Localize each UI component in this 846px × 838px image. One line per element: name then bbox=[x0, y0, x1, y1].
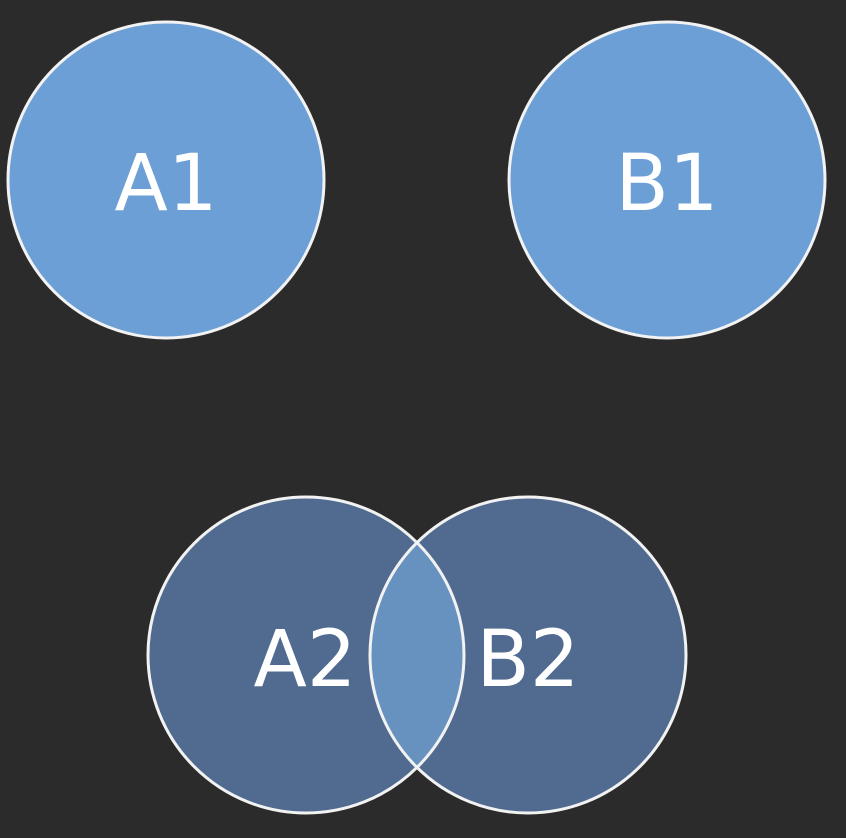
circle-a2-label: A2 bbox=[254, 615, 357, 705]
circle-a1-group: A1 bbox=[6, 20, 326, 340]
circle-a1 bbox=[6, 20, 326, 340]
circle-a2-outline bbox=[146, 495, 466, 815]
circle-a2 bbox=[148, 497, 464, 813]
overlap-group: A2 B2 bbox=[146, 495, 688, 815]
circle-b2-outline bbox=[368, 495, 688, 815]
circle-b1-group: B1 bbox=[507, 20, 827, 340]
circle-b2 bbox=[370, 497, 686, 813]
circle-a1-label: A1 bbox=[115, 139, 218, 229]
circle-b2-label: B2 bbox=[476, 615, 579, 705]
circle-b1 bbox=[507, 20, 827, 340]
circle-b1-label: B1 bbox=[615, 139, 718, 229]
